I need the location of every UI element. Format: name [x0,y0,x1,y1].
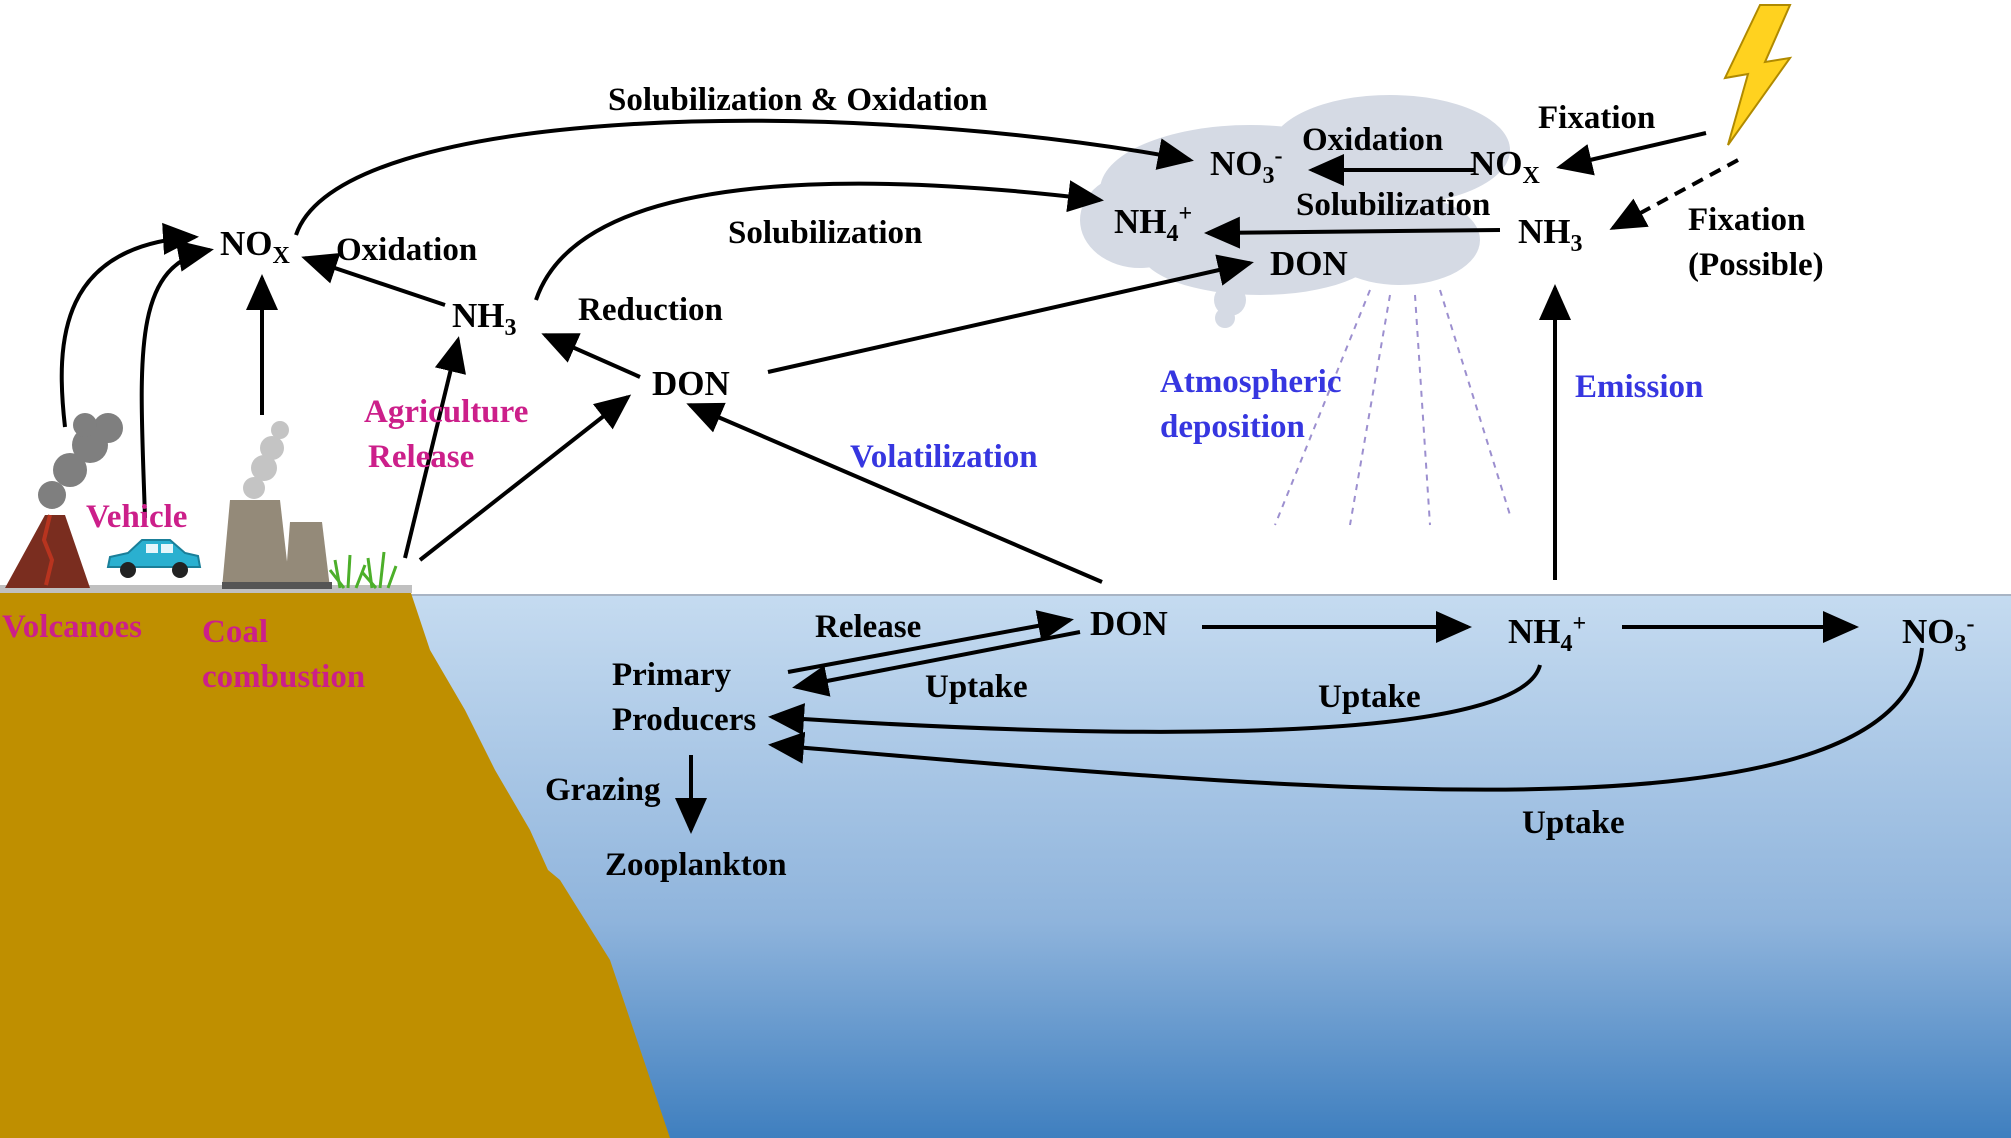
uptake-don-label: Uptake [925,669,1028,705]
volatilization-label: Volatilization [850,439,1038,475]
uptake-no3-label: Uptake [1522,805,1625,841]
car-icon [106,539,202,578]
oxidation-land-label: Oxidation [336,232,477,268]
atmospheric-deposition-line1: Atmospheric [1160,364,1341,400]
deposition-lines [1274,289,1511,526]
solubilization-cloud-label: Solubilization [1296,187,1490,223]
zooplankton-label: Zooplankton [605,847,787,883]
reduction-label: Reduction [578,292,723,328]
uptake-nh4-label: Uptake [1318,679,1421,715]
agriculture-label-line1: Agriculture [364,394,528,430]
fixation-possible-line1: Fixation [1688,202,1805,238]
flow-arrows [59,118,1924,834]
coal-label-line1: Coal [202,614,268,650]
oxidation-cloud-label: Oxidation [1302,122,1443,158]
nox-cloud: NOX [1470,144,1541,189]
nh3-land: NH3 [452,296,517,341]
grass-icon [328,551,398,589]
emission-label: Emission [1575,369,1703,405]
smoke-icon [243,421,289,499]
nh3-air: NH3 [1518,212,1583,257]
atmospheric-deposition-line2: deposition [1160,409,1305,445]
cooling-tower-icon [222,500,332,589]
agriculture-label-line2: Release [368,439,474,475]
solubilization-land-label: Solubilization [728,215,922,251]
fixation-possible-arrow [1609,158,1739,230]
don-ocean: DON [1090,604,1168,643]
fixation-possible-line2: (Possible) [1688,247,1824,283]
ground-strip [0,585,412,593]
vehicle-label: Vehicle [86,499,187,535]
no3-ocean: NO3- [1902,611,1975,657]
primary-producers-line2: Producers [612,702,756,738]
ocean [400,595,2011,1138]
volcano-icon [5,514,90,588]
fixation-label: Fixation [1538,100,1655,136]
don-cloud: DON [1270,244,1348,283]
primary-producers-line1: Primary [612,657,732,693]
nox-land: NOX [220,224,291,269]
don-land: DON [652,364,730,403]
no3-cloud: NO3- [1210,143,1283,189]
grazing-label: Grazing [545,772,661,808]
nh4-ocean: NH4+ [1508,611,1586,657]
smoke-icon [38,413,123,509]
volcanoes-label: Volcanoes [2,609,142,645]
lightning-icon [1723,4,1793,146]
release-label: Release [815,609,921,645]
land [0,590,670,1138]
solubilization-oxidation-label: Solubilization & Oxidation [608,82,988,118]
coal-label-line2: combustion [202,659,365,695]
nh4-cloud: NH4+ [1114,201,1192,247]
